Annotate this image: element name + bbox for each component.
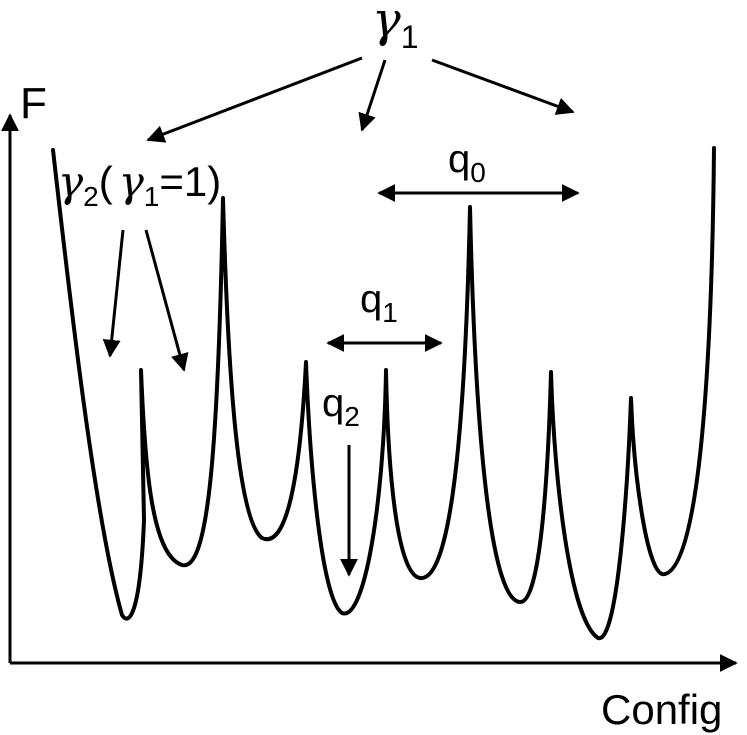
gamma1-label: γ1 [372,0,418,55]
gamma2-label: γ2(γ1=1) [58,157,221,212]
gamma2-paren-open: ( [99,158,113,205]
axes [0,113,738,672]
q1-symbol: q [360,277,382,321]
q2-label: q2 [322,381,360,432]
gamma1-symbol: γ [372,0,401,48]
free-energy-curve [51,146,716,640]
q1-subscript: 1 [382,297,398,328]
q1-label: q1 [360,277,398,328]
gamma1-subscript: 1 [401,19,419,55]
gamma1-arrow-right [431,58,575,115]
gamma2-inner-symbol: γ [119,157,145,206]
gamma1-arrow-left [146,56,363,143]
gamma2-arrow-right [144,229,189,372]
q0-subscript: 0 [470,157,486,188]
gamma2-inner-subscript: 1 [144,181,160,212]
gamma2-paren-close: ) [207,158,221,205]
gamma2-arrows [102,229,189,372]
gamma2-subscript: 2 [83,181,99,212]
q0-symbol: q [448,137,470,181]
gamma2-arrow-left [102,229,125,358]
q2-symbol: q [322,381,344,425]
gamma1-arrow-middle [358,59,387,132]
q2-subscript: 2 [344,401,360,432]
gamma1-arrows [146,56,575,143]
gamma2-symbol: γ [58,157,84,206]
q0-label: q0 [448,137,486,188]
gamma2-inner-rest: =1 [159,158,207,205]
x-axis-label: Config [601,686,722,733]
y-axis-label: F [20,79,47,128]
